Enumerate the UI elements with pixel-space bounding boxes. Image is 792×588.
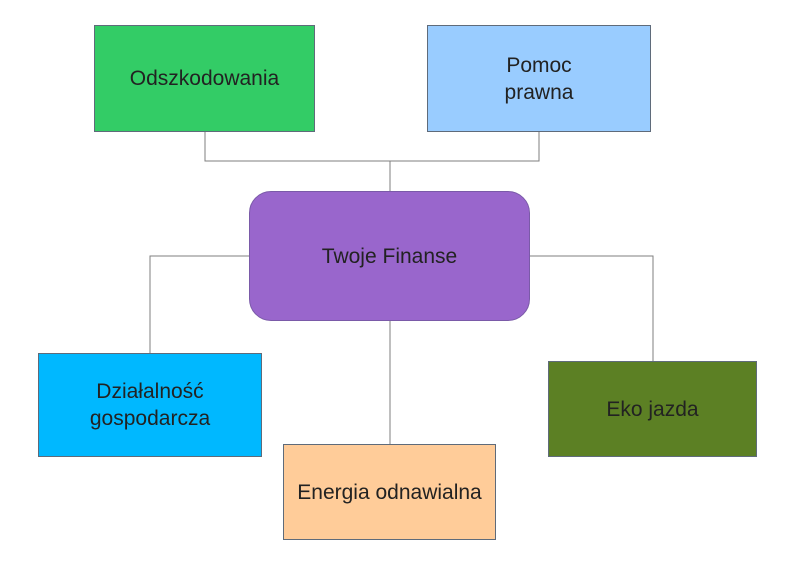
node-eko-jazda[interactable]: Eko jazda (548, 361, 757, 457)
node-eko-jazda-label: Eko jazda (606, 397, 699, 421)
connector-right (530, 255, 654, 361)
node-twoje-finanse-label: Twoje Finanse (321, 244, 458, 268)
connector-left (149, 255, 249, 353)
node-odszkodowania[interactable]: Odszkodowania (94, 25, 315, 132)
node-twoje-finanse[interactable]: Twoje Finanse (249, 191, 530, 321)
node-energia-odnawialna[interactable]: Energia odnawialna (283, 444, 496, 540)
connector-top-branch (204, 132, 540, 191)
node-energia-label: Energia odnawialna (297, 480, 482, 504)
node-odszkodowania-label: Odszkodowania (129, 67, 280, 90)
